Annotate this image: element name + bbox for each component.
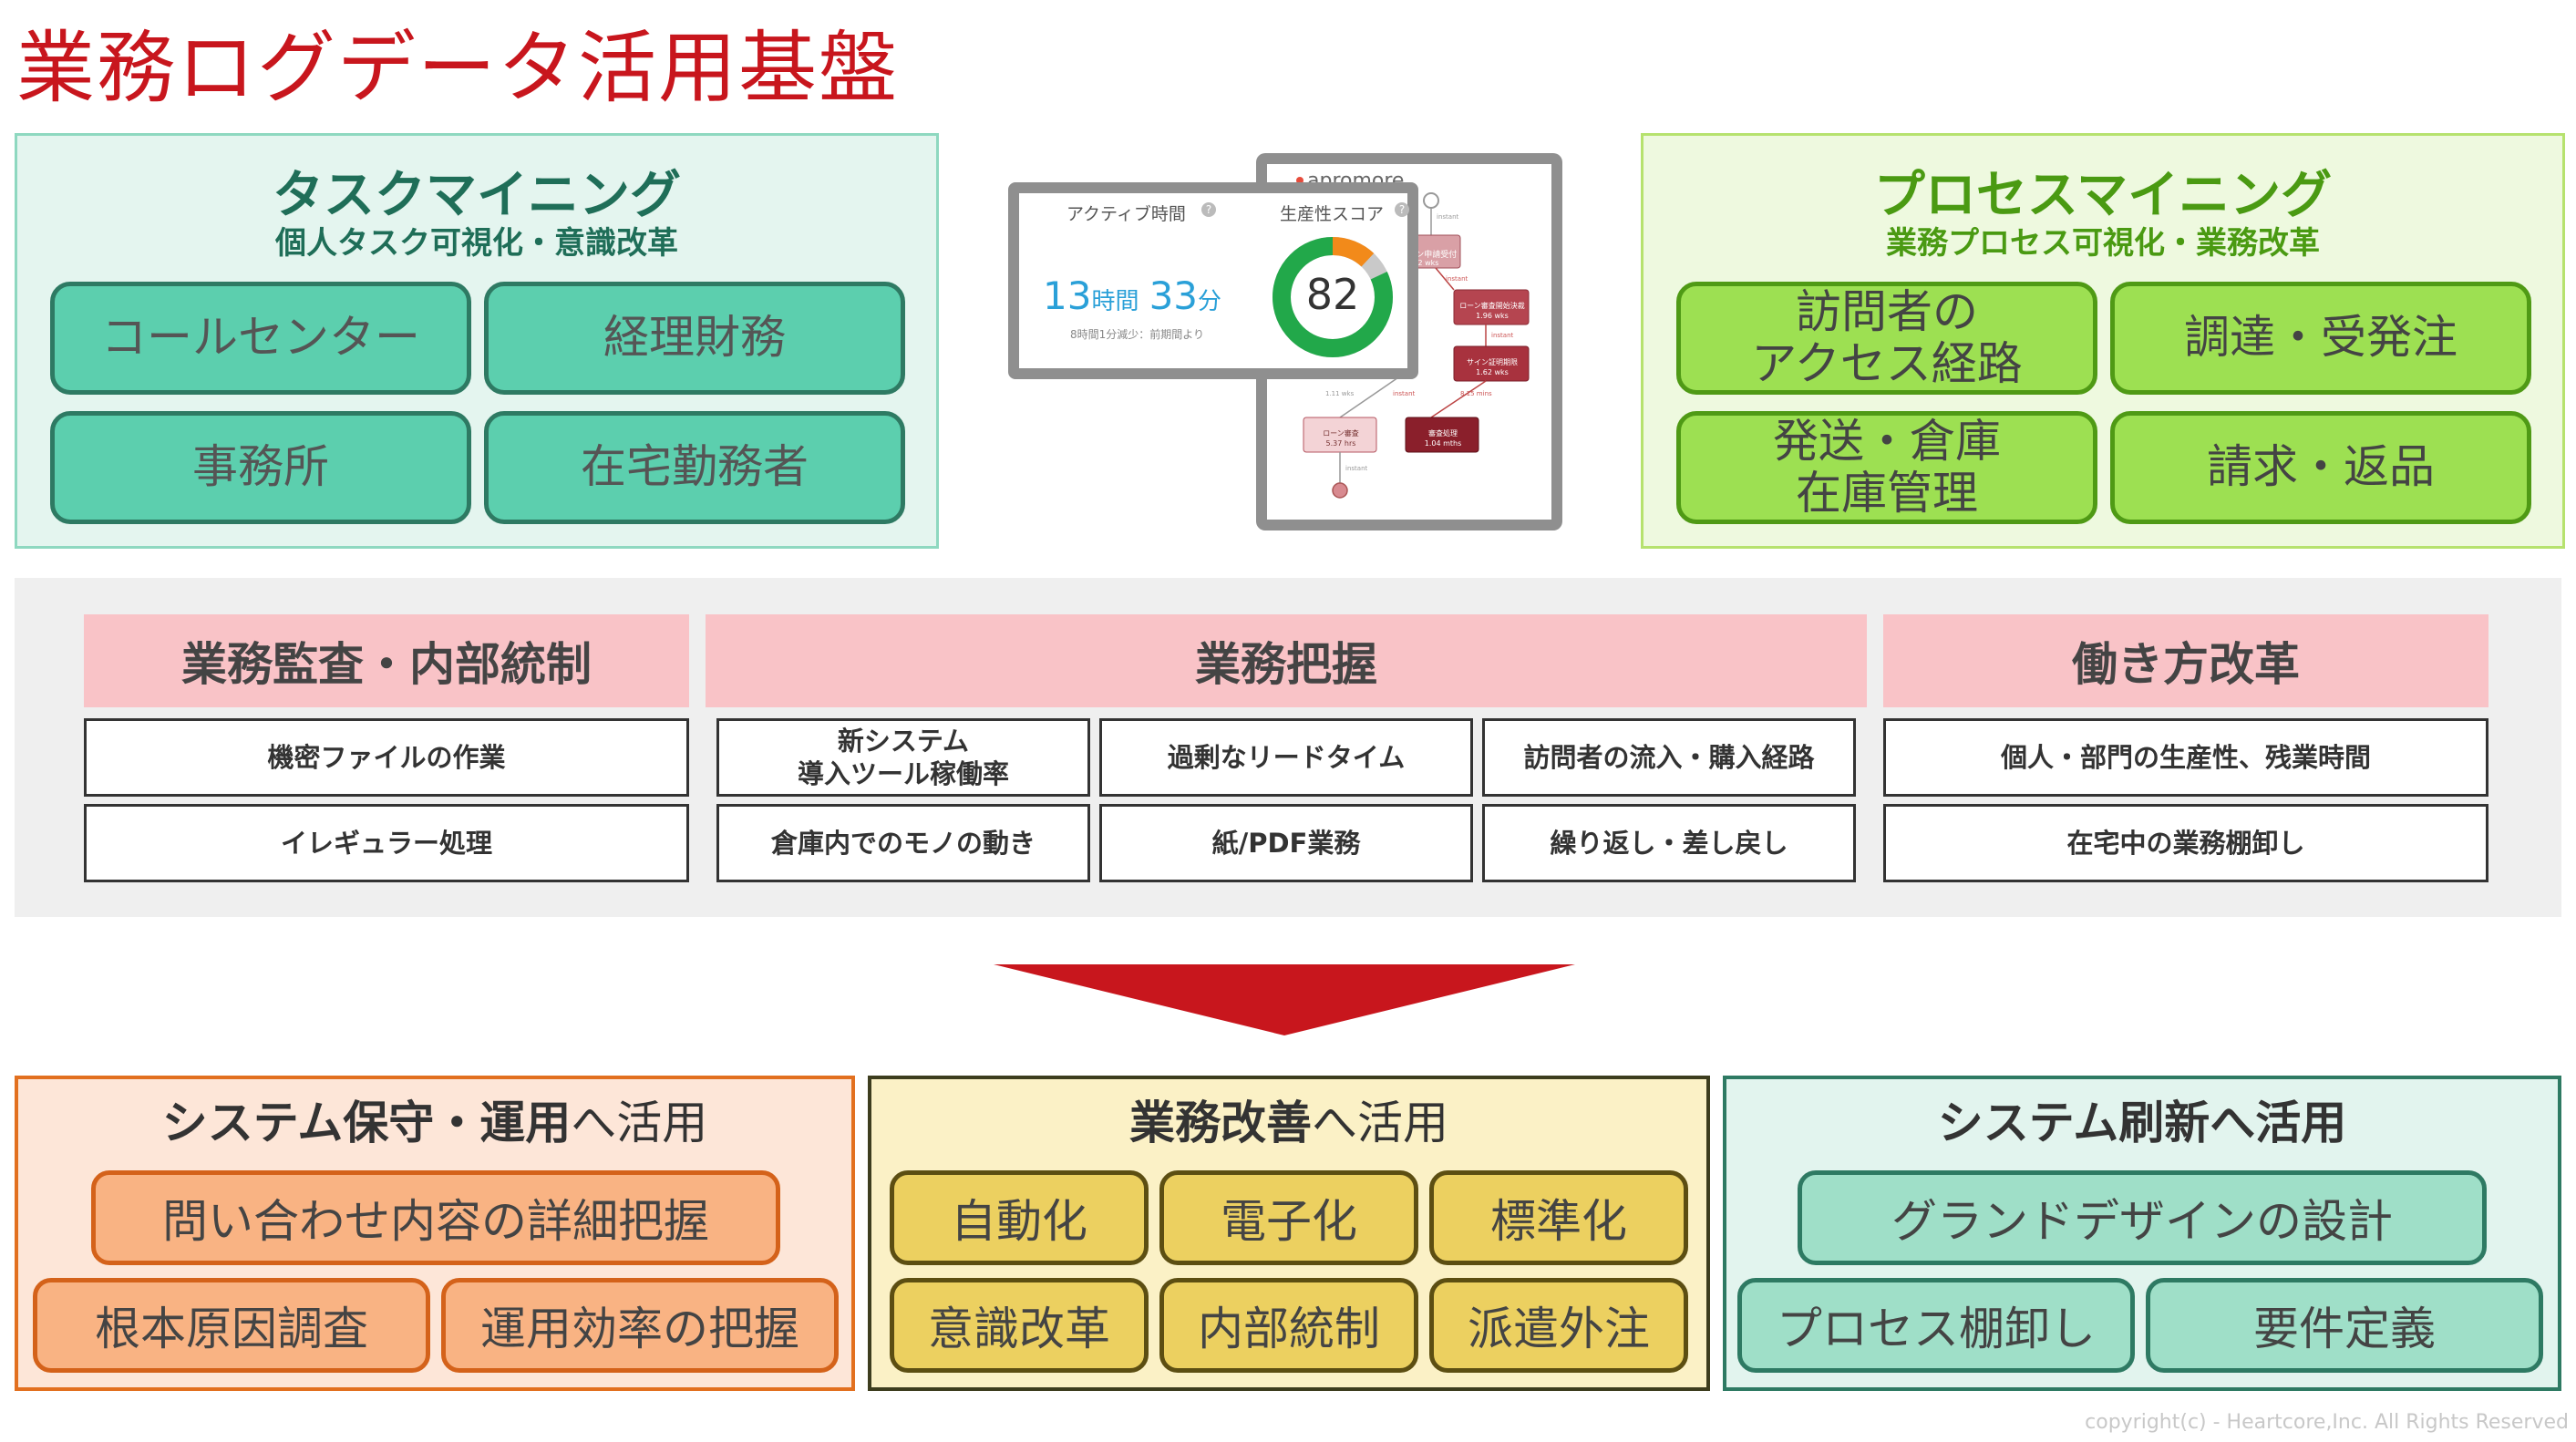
minutes-value: 33 bbox=[1149, 273, 1199, 318]
edge-label: instant bbox=[1491, 332, 1514, 339]
outcome-item[interactable]: 派遣外注 bbox=[1429, 1278, 1688, 1373]
task-mining-panel: タスクマイニング 個人タスク可視化・意識改革 コールセンター 経理財務 事務所 … bbox=[15, 133, 939, 549]
outcome-system-renewal: システム刷新へ活用 グランドデザインの設計 プロセス棚卸し 要件定義 bbox=[1723, 1076, 2561, 1391]
node-label: ローン審査開始決裁 bbox=[1459, 302, 1525, 310]
task-item-call-center[interactable]: コールセンター bbox=[50, 282, 471, 395]
process-mining-heading: プロセスマイニング bbox=[1873, 166, 2333, 225]
edge-label: instant bbox=[1446, 275, 1468, 283]
active-time-delta: 8時間1分減少：前期間より bbox=[1070, 328, 1205, 341]
task-item-accounting[interactable]: 経理財務 bbox=[484, 282, 905, 395]
use-case-item: 在宅中の業務棚卸し bbox=[1883, 804, 2488, 882]
hours-value: 13 bbox=[1043, 273, 1092, 318]
edge-label: 1.11 wks bbox=[1325, 390, 1355, 397]
category-audit: 業務監査・内部統制 bbox=[84, 614, 689, 707]
use-case-item: 新システム 導入ツール稼働率 bbox=[716, 718, 1090, 797]
use-case-item: 機密ファイルの作業 bbox=[84, 718, 689, 797]
edge-label: instant bbox=[1345, 465, 1368, 472]
node-value: 2 wks bbox=[1417, 259, 1439, 267]
score-ring-accent bbox=[1273, 237, 1393, 357]
dashboard-mockup: アクティブ時間 ? 生産性スコア ? 13時間 33分 8時間1分減少：前期間よ… bbox=[1008, 182, 1418, 379]
process-mining-panel: プロセスマイニング 業務プロセス可視化・業務改革 訪問者の アクセス経路 調達・… bbox=[1641, 133, 2565, 549]
task-item-remote-worker[interactable]: 在宅勤務者 bbox=[484, 411, 905, 524]
outcome-item[interactable]: 標準化 bbox=[1429, 1170, 1688, 1265]
process-item-procurement[interactable]: 調達・受発注 bbox=[2110, 282, 2531, 395]
use-case-item: 個人・部門の生産性、残業時間 bbox=[1883, 718, 2488, 797]
active-time-value: 13時間 33分 bbox=[1043, 273, 1221, 318]
node-label: ローン審査 bbox=[1323, 429, 1359, 438]
outcome-item[interactable]: 電子化 bbox=[1159, 1170, 1418, 1265]
use-case-item: 過剰なリードタイム bbox=[1099, 718, 1473, 797]
process-item-shipping-warehouse[interactable]: 発送・倉庫 在庫管理 bbox=[1676, 411, 2097, 524]
outcome-item[interactable]: グランドデザインの設計 bbox=[1798, 1170, 2487, 1265]
end-node-icon bbox=[1332, 482, 1348, 499]
edge-label: instant bbox=[1437, 213, 1459, 221]
hours-unit: 時間 bbox=[1091, 288, 1139, 315]
use-case-item: 繰り返し・差し戻し bbox=[1482, 804, 1856, 882]
outcome-system-maintenance: システム保守・運用へ活用 問い合わせ内容の詳細把握 根本原因調査 運用効率の把握 bbox=[15, 1076, 855, 1391]
process-item-visitor-path[interactable]: 訪問者の アクセス経路 bbox=[1676, 282, 2097, 395]
copyright-notice: copyright(c) - Heartcore,Inc. All Rights… bbox=[2085, 1411, 2569, 1434]
node-label: 審査処理 bbox=[1428, 429, 1458, 438]
category-business-grasp: 業務把握 bbox=[706, 614, 1867, 707]
category-work-style: 働き方改革 bbox=[1883, 614, 2488, 707]
node-label: ローン申請受付 bbox=[1399, 251, 1458, 260]
use-case-item: 倉庫内でのモノの動き bbox=[716, 804, 1090, 882]
productivity-score-label: 生産性スコア bbox=[1280, 204, 1385, 224]
task-mining-subheading: 個人タスク可視化・意識改革 bbox=[275, 225, 678, 262]
use-case-item: 訪問者の流入・購入経路 bbox=[1482, 718, 1856, 797]
outcome-item[interactable]: プロセス棚卸し bbox=[1737, 1278, 2135, 1373]
process-item-billing-returns[interactable]: 請求・返品 bbox=[2110, 411, 2531, 524]
node-value: 1.04 mths bbox=[1424, 439, 1462, 448]
minutes-unit: 分 bbox=[1198, 288, 1222, 315]
node-value: 5.37 hrs bbox=[1325, 439, 1356, 448]
outcome-title: システム保守・運用へ活用 bbox=[161, 1097, 708, 1149]
outcome-title: システム刷新へ活用 bbox=[1937, 1097, 2347, 1149]
outcome-item[interactable]: 自動化 bbox=[890, 1170, 1149, 1265]
outcome-title: 業務改善へ活用 bbox=[1129, 1097, 1448, 1149]
edge-label: 8.15 mins bbox=[1460, 390, 1492, 397]
productivity-ring bbox=[1273, 237, 1393, 357]
edge-label: instant bbox=[1393, 390, 1416, 397]
task-mining-heading: タスクマイニング bbox=[273, 166, 681, 225]
process-mining-subheading: 業務プロセス可視化・業務改革 bbox=[1886, 225, 2320, 262]
active-time-label: アクティブ時間 bbox=[1066, 204, 1186, 224]
help-icon[interactable]: ? bbox=[1395, 202, 1409, 217]
node-value: 1.96 wks bbox=[1476, 312, 1509, 320]
outcome-item[interactable]: 問い合わせ内容の詳細把握 bbox=[91, 1170, 780, 1265]
outcome-item[interactable]: 運用効率の把握 bbox=[441, 1278, 839, 1373]
start-node-icon bbox=[1423, 192, 1439, 209]
outcome-item[interactable]: 内部統制 bbox=[1159, 1278, 1418, 1373]
task-item-office[interactable]: 事務所 bbox=[50, 411, 471, 524]
use-case-item: イレギュラー処理 bbox=[84, 804, 689, 882]
outcome-item[interactable]: 根本原因調査 bbox=[33, 1278, 430, 1373]
use-case-item: 紙/PDF業務 bbox=[1099, 804, 1473, 882]
help-icon[interactable]: ? bbox=[1201, 202, 1216, 217]
outcome-business-improvement: 業務改善へ活用 自動化 電子化 標準化 意識改革 内部統制 派遣外注 bbox=[868, 1076, 1710, 1391]
node-value: 1.62 wks bbox=[1476, 368, 1509, 376]
outcome-item[interactable]: 意識改革 bbox=[890, 1278, 1149, 1373]
page-title: 業務ログデータ活用基盤 bbox=[16, 23, 899, 114]
productivity-score: 82 bbox=[1305, 270, 1360, 319]
down-arrow-icon bbox=[994, 964, 1575, 1035]
outcome-item[interactable]: 要件定義 bbox=[2146, 1278, 2543, 1373]
node-label: サイン証明期限 bbox=[1467, 358, 1518, 366]
